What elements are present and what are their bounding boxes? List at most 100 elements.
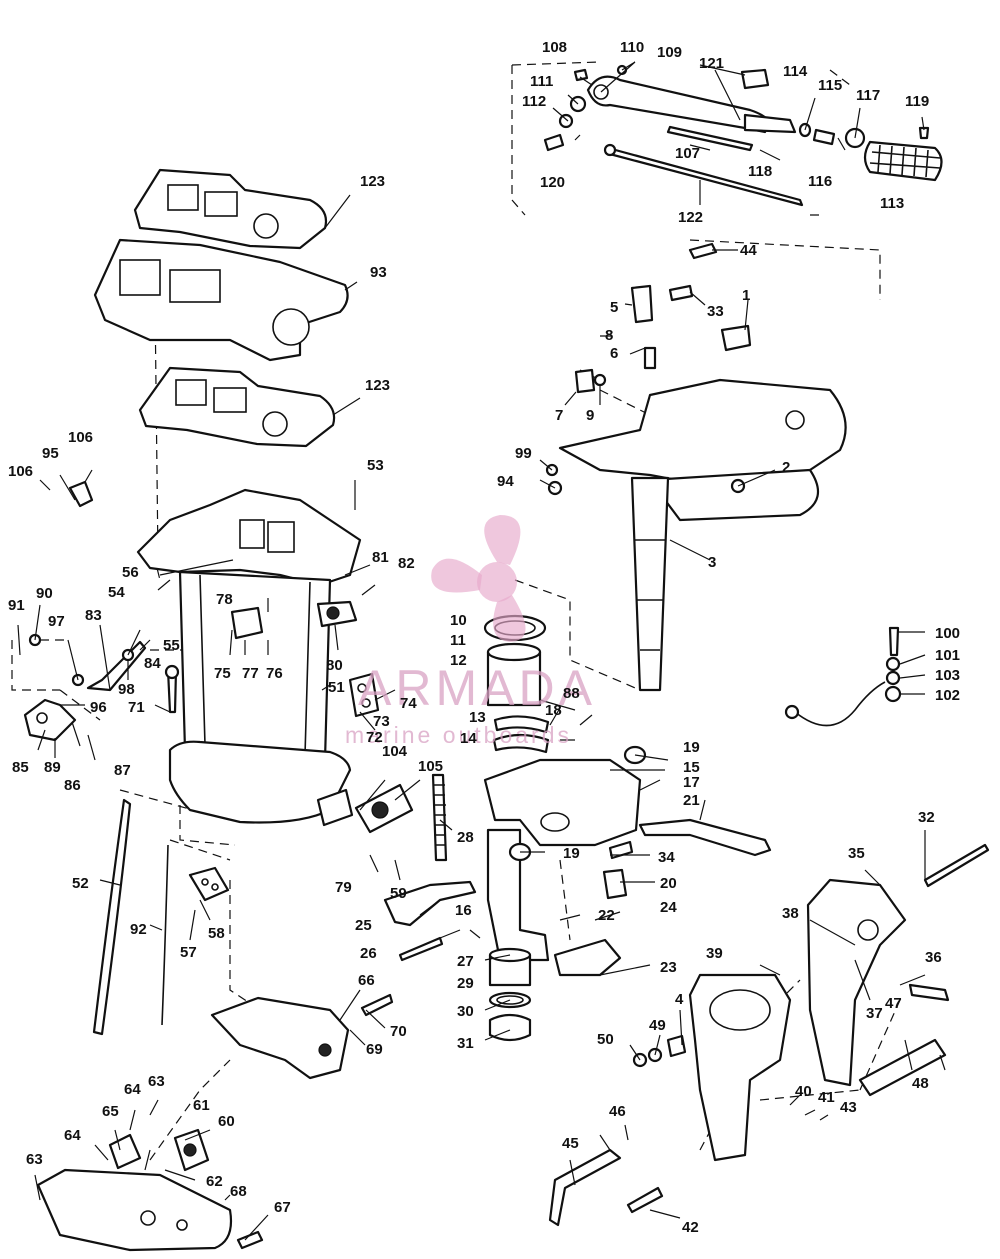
lever-21 xyxy=(638,818,772,857)
screw-108 xyxy=(573,68,589,82)
callout-52: 52 xyxy=(72,875,89,892)
callout-19-top: 19 xyxy=(683,739,700,756)
callout-18: 18 xyxy=(545,702,562,719)
callout-123-top: 123 xyxy=(360,173,385,190)
callout-107: 107 xyxy=(675,145,700,162)
callout-111: 111 xyxy=(530,73,553,90)
callout-94: 94 xyxy=(497,473,514,490)
callout-119: 119 xyxy=(905,93,929,110)
callout-56: 56 xyxy=(122,564,139,581)
callout-112: 112 xyxy=(522,93,546,110)
left-small-parts xyxy=(23,480,230,1036)
callout-81: 81 xyxy=(372,549,389,566)
callout-67: 67 xyxy=(274,1199,291,1216)
callout-11: 11 xyxy=(450,632,466,649)
screw-120 xyxy=(543,133,565,152)
callout-110: 110 xyxy=(620,39,644,56)
callout-50: 50 xyxy=(597,1031,614,1048)
bracket-68 xyxy=(36,1168,233,1252)
callout-88: 88 xyxy=(563,685,580,702)
bracket-25 xyxy=(383,880,477,927)
callout-101: 101 xyxy=(935,647,960,664)
callout-26: 26 xyxy=(360,945,377,962)
callout-69: 69 xyxy=(366,1041,383,1058)
callout-35: 35 xyxy=(848,845,865,862)
bolt-70 xyxy=(360,993,394,1017)
callout-39: 39 xyxy=(706,945,723,962)
callout-71: 71 xyxy=(128,699,145,716)
pin-26 xyxy=(398,936,444,962)
callout-70: 70 xyxy=(390,1023,407,1040)
callout-51: 51 xyxy=(328,679,345,696)
tiller-end-fittings xyxy=(743,113,797,134)
callout-24: 24 xyxy=(660,899,677,916)
callout-97: 97 xyxy=(48,613,65,630)
callout-105: 105 xyxy=(418,758,443,775)
screw-36 xyxy=(908,983,950,1002)
fitting-1 xyxy=(720,324,752,352)
callout-41: 41 xyxy=(818,1089,835,1106)
callout-118: 118 xyxy=(748,163,772,180)
callout-123-low: 123 xyxy=(365,377,390,394)
watermark-brand: ARMADA xyxy=(358,660,596,716)
bolt-100 xyxy=(888,626,900,657)
callout-73: 73 xyxy=(373,713,390,730)
callout-114: 114 xyxy=(783,63,808,80)
callout-4: 4 xyxy=(675,991,684,1008)
half-bushing-13 xyxy=(493,715,550,734)
callout-115: 115 xyxy=(818,77,842,94)
callout-34: 34 xyxy=(658,849,675,866)
callout-122: 122 xyxy=(678,209,703,226)
callout-95: 95 xyxy=(42,445,59,462)
callout-3: 3 xyxy=(708,554,716,571)
exhaust-housing-group xyxy=(136,488,414,834)
tiller-arm xyxy=(586,75,772,134)
callout-labels: 1 2 3 4 5 6 7 8 9 10 11 12 13 14 15 16 1… xyxy=(8,39,960,1236)
steering-shaft-3 xyxy=(630,476,670,692)
callout-15: 15 xyxy=(683,759,700,776)
clamp-assembly-group xyxy=(383,614,772,1042)
callout-59: 59 xyxy=(390,885,407,902)
spring-28 xyxy=(431,773,448,862)
callout-60: 60 xyxy=(218,1113,235,1130)
callout-1: 1 xyxy=(742,287,750,304)
rod-118 xyxy=(666,125,754,152)
stern-bracket-35 xyxy=(806,878,907,1087)
callout-74: 74 xyxy=(400,695,417,712)
callout-104: 104 xyxy=(382,743,408,760)
callout-57: 57 xyxy=(180,944,197,961)
cam-7 xyxy=(574,368,596,394)
callout-40: 40 xyxy=(795,1083,812,1100)
propeller-icon xyxy=(431,515,526,642)
rod-45 xyxy=(548,1148,622,1227)
callout-55: 55 xyxy=(163,637,180,654)
callout-19-low: 19 xyxy=(563,845,580,862)
rod-end xyxy=(603,143,617,157)
spring-33 xyxy=(668,284,694,302)
callout-6: 6 xyxy=(610,345,618,362)
callout-12: 12 xyxy=(450,652,467,669)
ground-strap-group xyxy=(784,626,902,727)
callout-64-low: 64 xyxy=(64,1127,81,1144)
fitting-5 xyxy=(630,284,654,324)
callout-120: 120 xyxy=(540,174,565,191)
bushing-4 xyxy=(666,1034,687,1058)
callout-10: 10 xyxy=(450,612,467,629)
callout-33: 33 xyxy=(707,303,724,320)
callout-28: 28 xyxy=(457,829,474,846)
callout-2: 2 xyxy=(782,459,790,476)
swivel-yoke xyxy=(648,468,820,522)
bottom-left-parts xyxy=(36,993,394,1252)
callout-83: 83 xyxy=(85,607,102,624)
callout-32: 32 xyxy=(918,809,935,826)
callout-7: 7 xyxy=(555,407,563,424)
callout-76: 76 xyxy=(266,665,283,682)
plate-23 xyxy=(553,938,622,977)
callout-45: 45 xyxy=(562,1135,579,1152)
bushing-6 xyxy=(643,346,657,370)
watermark: ARMADA marine outboards xyxy=(345,515,596,748)
tiller-sleeve xyxy=(740,68,770,90)
callout-89: 89 xyxy=(44,759,61,776)
callout-leaders xyxy=(17,61,946,1241)
callout-78: 78 xyxy=(216,591,233,608)
